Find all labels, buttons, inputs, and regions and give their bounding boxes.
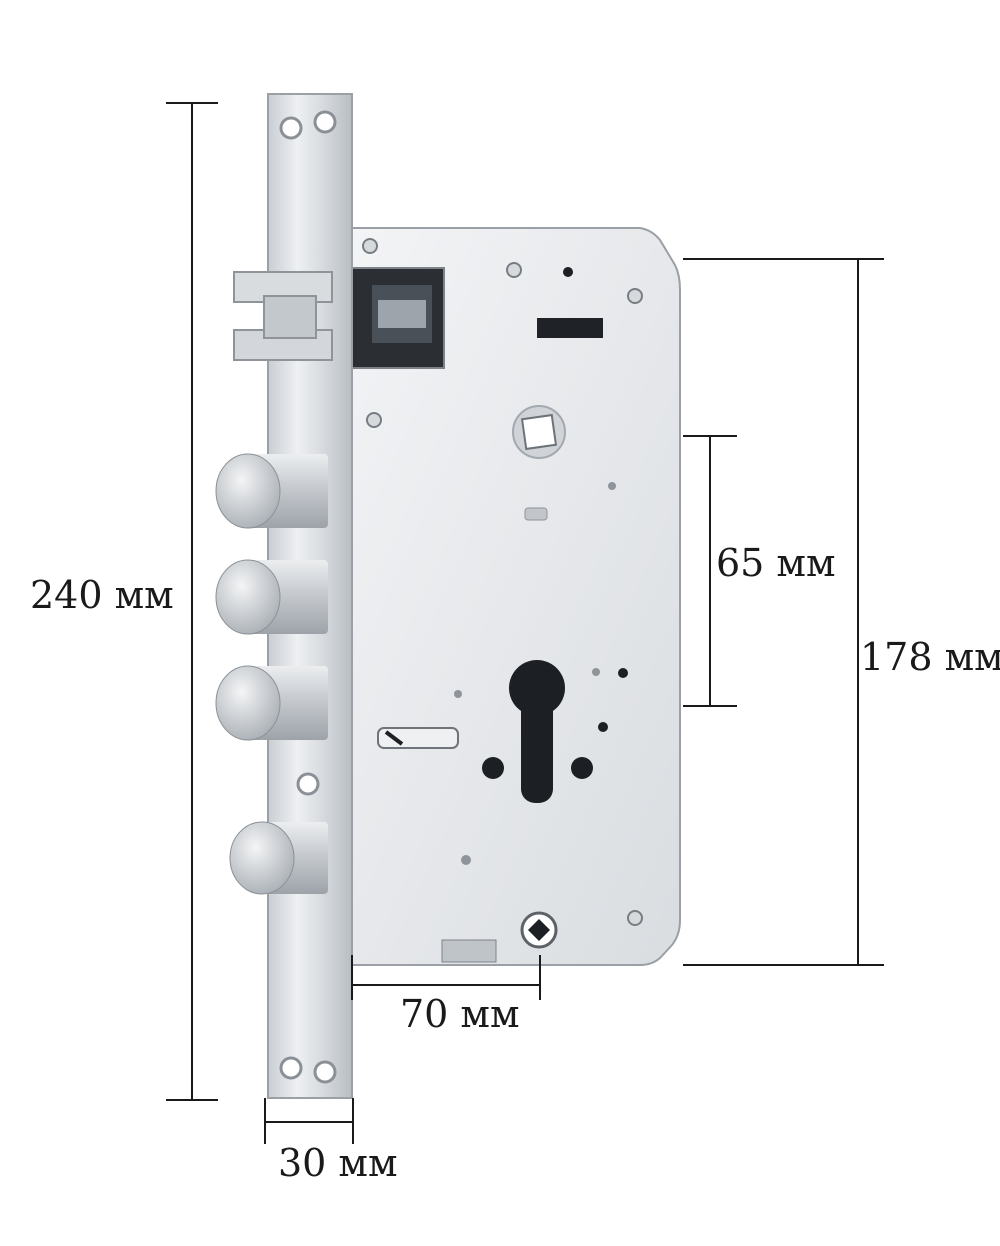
handle-to-cylinder-dimension <box>683 435 737 707</box>
aux-slot <box>377 727 459 749</box>
overall-height-label: 240 мм <box>30 573 174 617</box>
spindle-hole <box>512 405 566 459</box>
body-height-label: 178 мм <box>860 635 1000 679</box>
cylinder-hole <box>482 660 593 803</box>
deadbolt <box>215 665 328 741</box>
faceplate-hole <box>313 110 337 134</box>
faceplate-width-label: 30 мм <box>278 1141 398 1185</box>
deadbolt <box>229 821 328 895</box>
latch-bolt <box>233 271 333 361</box>
backset-label: 70 мм <box>400 992 520 1036</box>
overall-height-dimension <box>166 102 218 1101</box>
backset-dimension <box>351 955 541 1000</box>
faceplate-hole <box>296 772 320 796</box>
lock-case <box>349 227 681 966</box>
faceplate-hole <box>313 1060 337 1084</box>
slot <box>537 318 603 338</box>
deadbolt <box>215 559 328 635</box>
screw-holes <box>362 238 643 926</box>
bottom-spindle-hole <box>520 911 558 949</box>
deadbolt <box>215 453 328 529</box>
deadbolts <box>215 453 328 895</box>
faceplate-hole <box>279 1056 303 1080</box>
body-height-dimension <box>683 258 884 966</box>
faceplate-hole <box>279 116 303 140</box>
handle-to-cylinder-label: 65 мм <box>716 541 836 585</box>
faceplate-width-dimension <box>264 1098 354 1144</box>
